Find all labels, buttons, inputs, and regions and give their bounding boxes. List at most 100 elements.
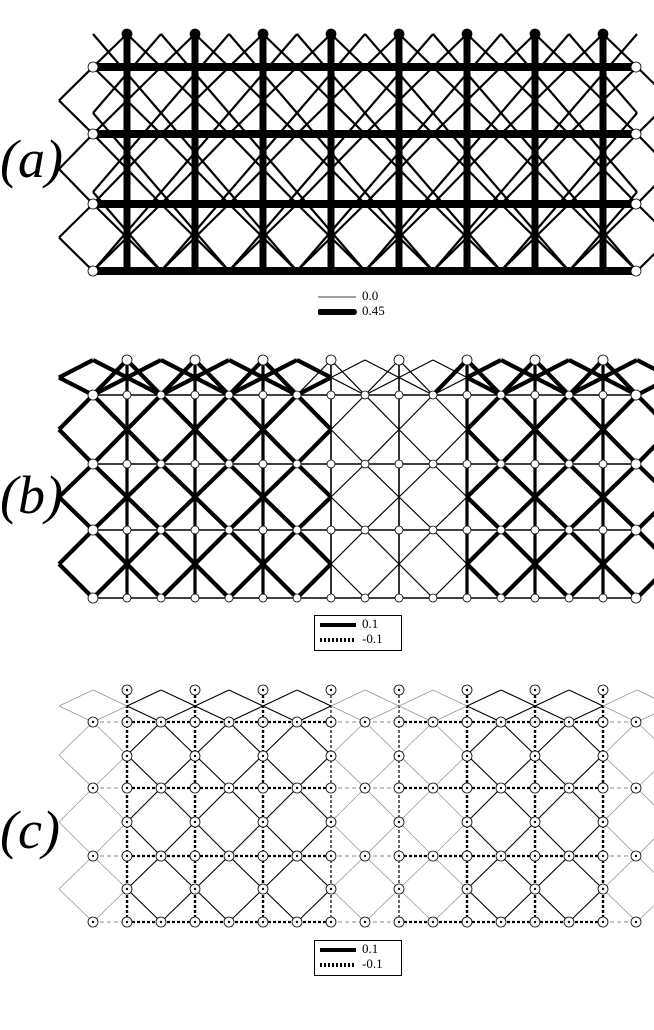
lattice-b-diag-bond [432,359,468,379]
legend-c-solid-swatch [320,948,356,952]
lattice-c-diag-bond [364,689,400,707]
lattice-b-diag-bond [398,359,434,379]
lattice-a-diag-bond [228,133,264,170]
lattice-c-diag-bond [534,888,570,923]
lattice-c-diag-bond [58,754,94,789]
lattice-c-site-dot [465,720,469,724]
lattice-b-diag-bond [57,428,95,466]
lattice-c-diag-bond [602,689,638,707]
lattice-b-diag-bond [635,578,654,600]
lattice-b-diag-bond [533,393,571,431]
lattice-c-site-dot [329,887,333,891]
lattice-c-diag-bond [58,855,94,890]
lattice-c-diag-bond [194,787,230,823]
lattice-b-site [496,390,506,400]
lattice-a-diag-bond [92,236,128,272]
lattice-c-diag-bond [602,754,638,789]
lattice-c-diag-bond [330,721,366,756]
lattice-c-diag-bond [194,821,230,857]
lattice-a-diag-bond [160,33,196,68]
lattice-b-site [564,459,574,469]
lattice-c-site-dot [431,920,435,924]
lattice-a-diag-bond [194,151,230,193]
lattice-c-diag-bond [58,787,94,823]
lattice-b-diag-bond [295,428,333,466]
lattice-a-site [87,265,99,277]
lattice-a-diag-bond [92,168,128,205]
lattice-a-diag-bond [194,66,230,102]
lattice-b-diag-bond [126,358,162,380]
lattice-c-diag-bond [602,821,638,857]
lattice-c-diag-bond [534,689,570,707]
lattice-c-site-dot [431,854,435,858]
lattice-c-diag-bond [568,787,604,823]
lattice-b-site [122,593,132,603]
lattice-a-diag-bond [568,33,604,68]
lattice-b-site [156,593,166,603]
lattice-a-diag-bond [160,72,196,114]
lattice-c-diag-bond [466,888,502,923]
lattice-c-site-dot [125,720,129,724]
lattice-b-site [462,593,472,603]
lattice-b-diag-bond [57,562,95,600]
panel-a: (a) 0.0 0.45 [0,0,654,330]
legend-a-thick-swatch [318,309,357,315]
lattice-c-site-dot [295,786,299,790]
lattice-b-site [292,459,302,469]
lattice-c-diag-bond [568,888,604,923]
lattice-b-site [564,525,574,535]
lattice-b-diag-bond [398,359,434,396]
lattice-b-diag-bond [567,462,605,499]
lattice-a-diag-bond [466,203,502,239]
lattice-b-diag-bond [91,528,129,566]
lattice-b-site [257,354,269,366]
lattice-b-diag-bond [635,462,654,484]
lattice-a-diag-bond [330,168,366,205]
lattice-c-diag-bond [228,705,264,723]
lattice-b-site [394,390,404,400]
lattice-b-diag-bond [227,495,265,532]
lattice-b-site [394,593,404,603]
lattice-c-diag-bond [262,855,298,890]
lattice-c-diag-bond [364,888,400,923]
lattice-c-diag-bond [568,855,604,890]
lattice-c-diag-bond [262,821,298,857]
lattice-b-diagram [57,354,654,604]
lattice-c-site-dot [329,786,333,790]
lattice-c-diag-bond [194,705,230,723]
lattice-b-site [461,354,473,366]
lattice-b-site [258,593,268,603]
lattice-c-diag-bond [58,888,94,923]
lattice-b-site [630,458,642,470]
lattice-c-site-dot [397,887,401,891]
lattice-b-diag-bond [125,495,163,532]
lattice-b-diag-bond [601,562,639,600]
lattice-c-diag-bond [126,754,162,789]
lattice-c-diag-bond [534,721,570,756]
lattice-b-diag-bond [330,376,366,396]
lattice-c-site-dot [329,720,333,724]
lattice-a-diag-bond [92,72,128,114]
lattice-c-site-dot [227,920,231,924]
lattice-a-diag-bond [500,99,536,135]
lattice-a-diag-bond [92,33,128,68]
lattice-a-diag-bond [92,99,128,135]
lattice-a-diag-bond [330,99,366,135]
lattice-a-diag-bond [126,133,162,170]
lattice-c-site-dot [634,786,638,790]
lattice-a-diag-bond [534,203,570,239]
lattice-c-diag-bond [398,821,434,857]
lattice-c-diag-bond [500,821,536,857]
lattice-b-diag-bond [432,529,468,565]
lattice-c-site-dot [159,854,163,858]
lattice-b-site [189,354,201,366]
lattice-b-site [87,524,99,536]
lattice-c-diag-bond [296,855,332,890]
lattice-b-diag-bond [533,495,571,532]
lattice-c-diag-bond [500,721,536,756]
lattice-a-diag-bond [296,66,332,102]
lattice-c-diag-bond [568,705,604,723]
lattice-b-diag-bond [227,528,265,566]
lattice-b-diag-bond [125,462,163,499]
lattice-b-diag-bond [364,394,400,430]
